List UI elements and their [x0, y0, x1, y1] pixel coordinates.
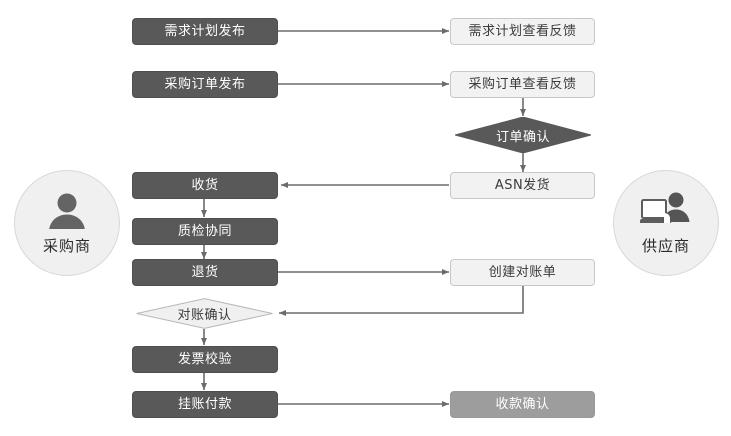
node-label: 创建对账单: [488, 265, 557, 280]
node-label: 质检协同: [177, 224, 232, 239]
node-statement-confirm[interactable]: 对账确认: [136, 298, 273, 329]
node-label: 需求计划查看反馈: [468, 24, 577, 39]
person-at-computer-icon: [640, 192, 690, 223]
node-return-goods[interactable]: 退货: [132, 259, 278, 286]
node-demand-plan-publish[interactable]: 需求计划发布: [132, 18, 278, 45]
node-invoice-verify[interactable]: 发票校验: [132, 346, 278, 373]
node-label: 采购订单查看反馈: [468, 77, 577, 92]
node-label: ASN发货: [494, 178, 551, 193]
node-create-statement[interactable]: 创建对账单: [450, 259, 595, 286]
node-label: 采购订单发布: [164, 77, 246, 92]
role-buyer: 采购商: [14, 170, 120, 276]
node-payment-posting[interactable]: 挂账付款: [132, 391, 278, 418]
node-label: 订单确认: [495, 129, 550, 145]
node-label: 收款确认: [495, 397, 550, 412]
edge-create-statement-to-statement-confirm: [279, 286, 524, 316]
node-demand-plan-feedback[interactable]: 需求计划查看反馈: [450, 18, 595, 45]
node-po-publish[interactable]: 采购订单发布: [132, 71, 278, 98]
node-quality-collab[interactable]: 质检协同: [132, 218, 278, 245]
person-icon: [49, 193, 85, 229]
node-po-feedback[interactable]: 采购订单查看反馈: [450, 71, 595, 98]
role-buyer-label: 采购商: [42, 236, 91, 255]
node-label: 对账确认: [177, 308, 232, 323]
role-supplier-label: 供应商: [641, 236, 690, 255]
node-label: 挂账付款: [177, 397, 232, 412]
node-label: 需求计划发布: [164, 24, 246, 39]
node-order-confirm[interactable]: 订单确认: [453, 116, 593, 154]
node-asn-shipment[interactable]: ASN发货: [450, 172, 595, 199]
diamond-shape: [136, 298, 273, 329]
node-goods-receipt[interactable]: 收货: [132, 172, 278, 199]
role-supplier: 供应商: [613, 170, 719, 276]
node-label: 退货: [191, 265, 219, 280]
node-label: 发票校验: [177, 352, 232, 367]
node-receipt-confirm[interactable]: 收款确认: [450, 391, 595, 418]
node-label: 收货: [191, 178, 219, 193]
